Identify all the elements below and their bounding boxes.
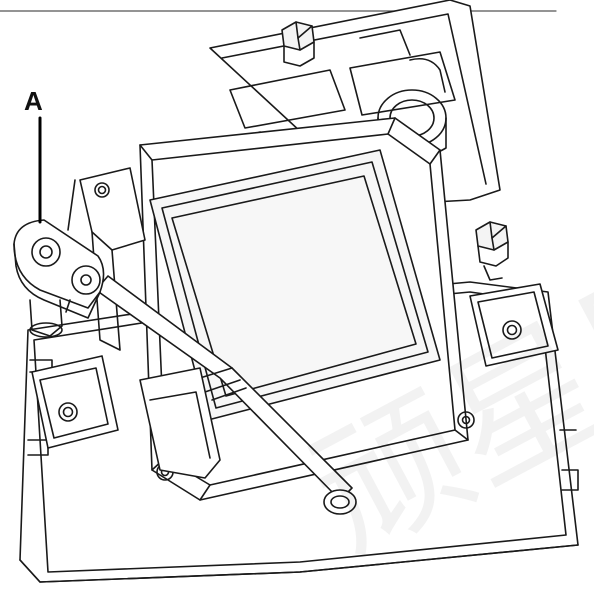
callout-label: A (24, 86, 43, 116)
lever-lower-bracket (139, 367, 221, 479)
top-screw-icon (281, 21, 315, 67)
left-mount-tab (31, 355, 119, 449)
right-screw-icon (475, 221, 509, 281)
load-lever-arm (95, 275, 357, 515)
socket-body (139, 117, 469, 501)
lever-cam-head (13, 219, 105, 338)
right-mount-tab (469, 283, 559, 367)
